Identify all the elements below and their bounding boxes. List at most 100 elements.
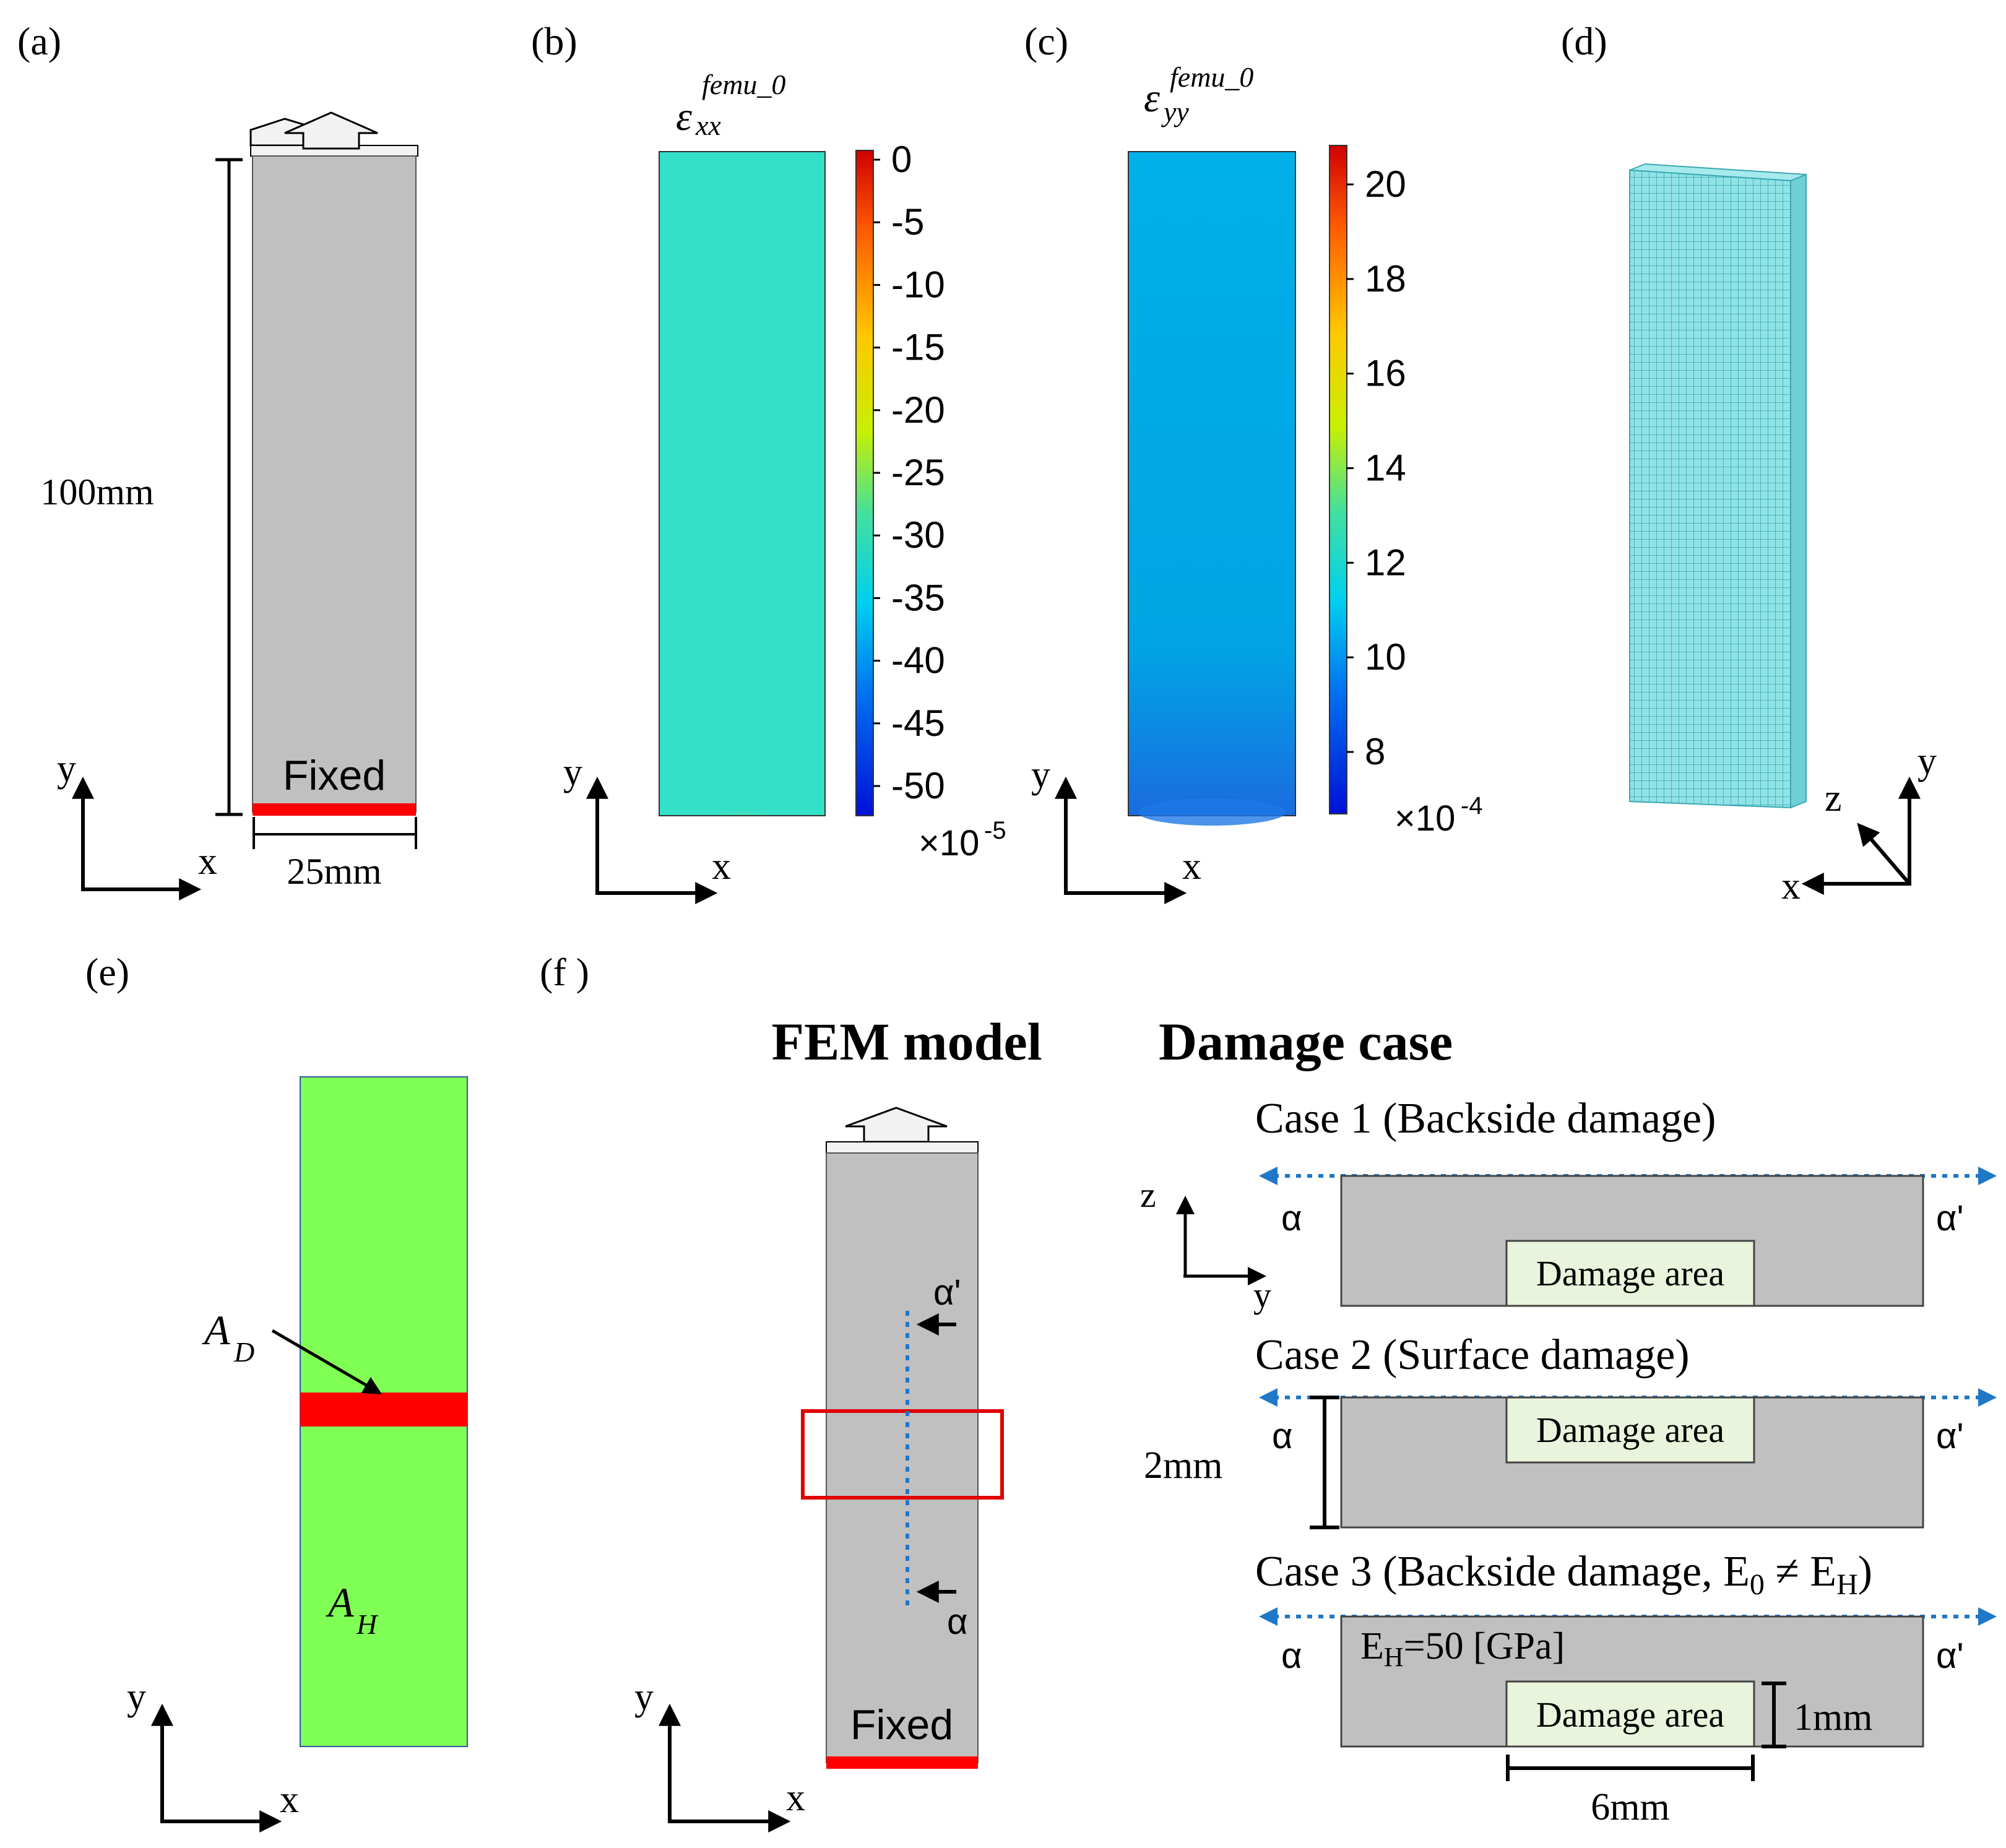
colorbar-xx-tick-label: -20 bbox=[891, 389, 945, 431]
case3-damage-area bbox=[1505, 1680, 1755, 1748]
fem-title: FEM model bbox=[771, 1012, 1042, 1071]
axis-x-label: x bbox=[712, 845, 731, 887]
case2-damage-area bbox=[1505, 1396, 1755, 1464]
axis-y-label: y bbox=[563, 751, 582, 793]
case3-depth-label: 1mm bbox=[1794, 1696, 1872, 1738]
mesh-front-face bbox=[1629, 169, 1791, 809]
case3-width-label: 6mm bbox=[1591, 1786, 1669, 1828]
mesh-side-face bbox=[1790, 173, 1807, 809]
alpha-label: α bbox=[947, 1602, 968, 1642]
case3-damage-label: Damage area bbox=[1536, 1695, 1724, 1735]
fixed-edge bbox=[253, 803, 416, 816]
damage-title: Damage case bbox=[1159, 1012, 1453, 1071]
case1-axis-y: y bbox=[1253, 1275, 1271, 1315]
colorbar-xx-exp: -5 bbox=[984, 817, 1006, 844]
up-arrow-icon bbox=[845, 1107, 948, 1143]
strain-yy-field bbox=[1128, 151, 1296, 816]
colorbar-xx bbox=[855, 150, 874, 816]
colorbar-xx-tick-label: -10 bbox=[891, 264, 945, 305]
axis-y-label: y bbox=[57, 748, 76, 790]
panel-a: (a) Fixed 100mm 25mm y x bbox=[17, 19, 418, 900]
strain-xx-symbol: ε bbox=[676, 94, 692, 139]
case2-title: Case 2 (Surface damage) bbox=[1255, 1331, 1690, 1379]
strain-xx-hotspot bbox=[660, 729, 824, 815]
case2-alpha: α bbox=[1272, 1416, 1293, 1456]
colorbar-xx-tick-label: -45 bbox=[891, 702, 945, 744]
strain-xx-sub: xx bbox=[695, 110, 721, 141]
colorbar-xx-tick-label: -15 bbox=[891, 327, 945, 368]
case1-alpha: α bbox=[1281, 1198, 1302, 1238]
strain-yy-edge-band bbox=[1138, 798, 1286, 826]
specimen-body bbox=[252, 155, 417, 813]
axis-x-label: x bbox=[1182, 845, 1201, 887]
panel-d: (d) y x z bbox=[1561, 19, 1937, 907]
strain-yy-symbol: ε bbox=[1144, 76, 1160, 121]
region-h-label: A bbox=[326, 1579, 354, 1626]
panel-e-label: (e) bbox=[85, 950, 129, 994]
case3-title: Case 3 (Backside damage, E0 ≠ EH) bbox=[1255, 1548, 1872, 1601]
colorbar-xx-tick-label: -40 bbox=[891, 640, 945, 681]
colorbar-yy-tick-label: 18 bbox=[1365, 258, 1406, 300]
panel-e: (e) A D A H y x bbox=[85, 950, 468, 1833]
axis-x-label: x bbox=[1781, 865, 1801, 907]
panel-b-label: (b) bbox=[531, 19, 577, 63]
damage-zone-outline bbox=[801, 1409, 1004, 1500]
fem-specimen bbox=[826, 1152, 979, 1763]
strain-xx-field bbox=[659, 151, 826, 816]
colorbar-yy-tick-label: 16 bbox=[1365, 353, 1406, 394]
axis-x-label: x bbox=[198, 840, 217, 883]
colorbar-xx-tick-label: -35 bbox=[891, 577, 945, 618]
damage-pointer-arrow bbox=[271, 1329, 383, 1395]
axis-x-label: x bbox=[786, 1777, 805, 1819]
case2-thickness-label: 2mm bbox=[1144, 1444, 1222, 1487]
colorbar-yy-scale: ×10 bbox=[1394, 798, 1455, 839]
strain-xx-sup: femu_0 bbox=[702, 69, 785, 100]
axis-z-label: z bbox=[1825, 777, 1842, 819]
fixed-label: Fixed bbox=[283, 752, 386, 799]
case2-alpha-prime: α' bbox=[1936, 1416, 1964, 1456]
case3-alpha: α bbox=[1281, 1636, 1302, 1676]
region-d-sub: D bbox=[233, 1336, 254, 1368]
height-label: 100mm bbox=[40, 472, 153, 512]
case1-damage-label: Damage area bbox=[1536, 1253, 1724, 1293]
strain-yy-sub: yy bbox=[1161, 96, 1189, 127]
damage-region bbox=[300, 1392, 467, 1427]
colorbar-yy-tick-label: 8 bbox=[1365, 731, 1385, 772]
colorbar-yy-tick-label: 14 bbox=[1365, 447, 1406, 489]
colorbar-xx-tick-label: -5 bbox=[891, 201, 924, 243]
alpha-prime-label: α' bbox=[933, 1272, 961, 1313]
axis-x-label: x bbox=[280, 1779, 299, 1821]
panel-c: (c) ε yy femu_0 20 18 16 14 12 10 8 ×10 -4 y x bbox=[1024, 19, 1483, 904]
axis-y-label: y bbox=[1917, 740, 1937, 782]
axis-y-label: y bbox=[127, 1676, 146, 1718]
colorbar-yy-tick-label: 12 bbox=[1365, 542, 1406, 583]
colorbar-xx-ticks: 0-5-10-15-20-25-30-35-40-45-50 bbox=[873, 139, 945, 806]
colorbar-yy-tick-label: 20 bbox=[1365, 163, 1406, 205]
panel-f-label: (f ) bbox=[540, 950, 589, 994]
region-d-label: A bbox=[202, 1306, 230, 1354]
panel-d-label: (d) bbox=[1561, 19, 1607, 63]
panel-c-label: (c) bbox=[1024, 19, 1068, 63]
colorbar-yy-exp: -4 bbox=[1461, 792, 1483, 819]
load-plate bbox=[826, 1141, 979, 1154]
axis-y-label: y bbox=[1031, 754, 1050, 796]
panel-a-label: (a) bbox=[17, 19, 61, 63]
width-label: 25mm bbox=[287, 851, 381, 892]
case3-alpha-prime: α' bbox=[1936, 1636, 1964, 1676]
colorbar-xx-tick-label: 0 bbox=[891, 139, 912, 180]
strain-yy-sup: femu_0 bbox=[1170, 61, 1253, 93]
case1-title: Case 1 (Backside damage) bbox=[1255, 1095, 1716, 1142]
colorbar-yy bbox=[1329, 145, 1347, 814]
case1-damage-area bbox=[1505, 1240, 1755, 1307]
case3-modulus-label: EH=50 [GPa] bbox=[1360, 1625, 1565, 1672]
colorbar-xx-tick-label: -30 bbox=[891, 514, 945, 556]
up-arrow-icon bbox=[284, 111, 378, 150]
case1-alpha-prime: α' bbox=[1936, 1198, 1964, 1238]
colorbar-yy-tick-label: 10 bbox=[1365, 636, 1406, 678]
panel-b: (b) ε xx femu_0 0-5-10-15-20-25-30-35-40… bbox=[531, 19, 1006, 904]
fixed-label: Fixed bbox=[850, 1701, 953, 1748]
z-axis-arrow bbox=[1857, 823, 1911, 885]
case1-axis-z: z bbox=[1140, 1175, 1156, 1215]
fixed-edge bbox=[826, 1756, 978, 1769]
